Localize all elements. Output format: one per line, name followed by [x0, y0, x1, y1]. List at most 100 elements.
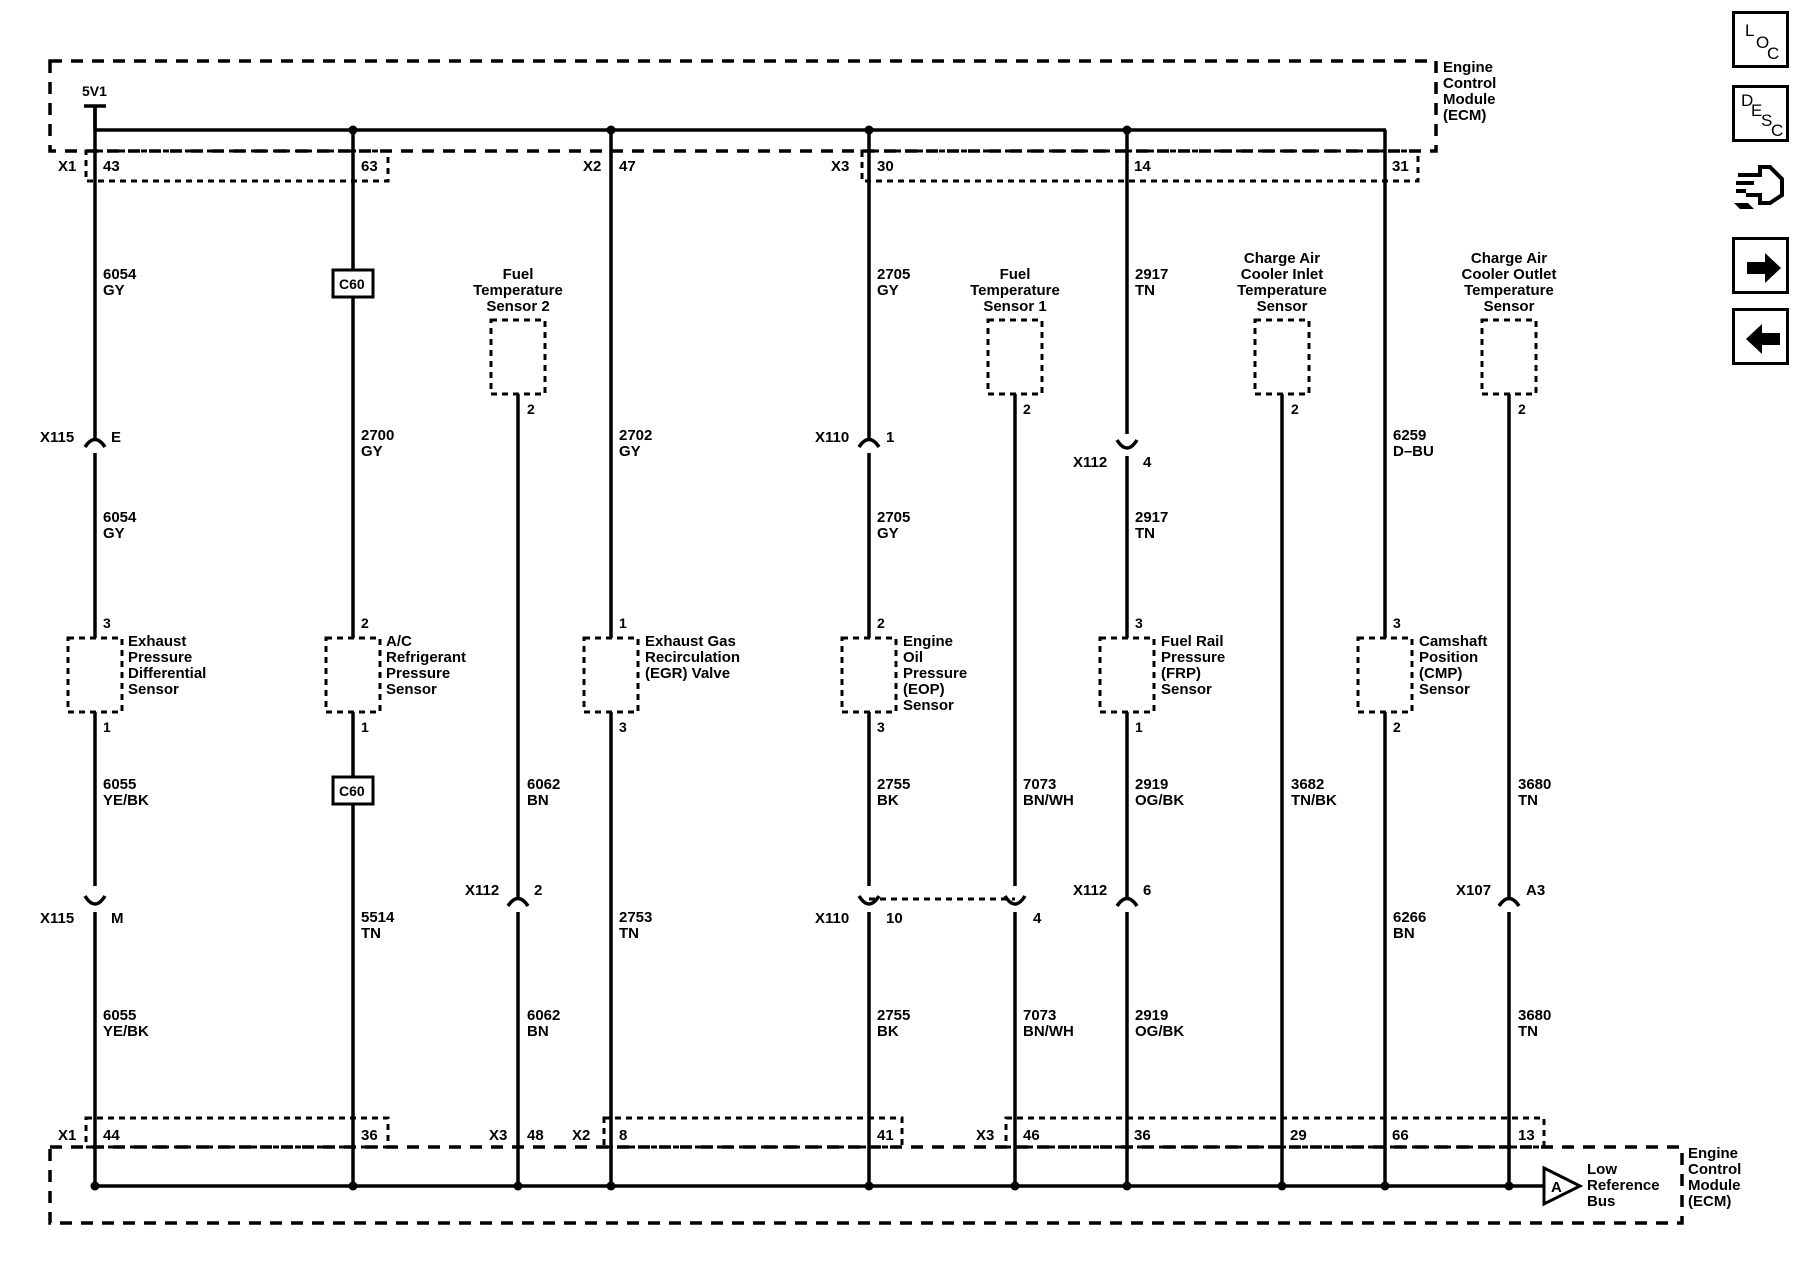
svg-text:Cooler Outlet: Cooler Outlet [1461, 266, 1556, 283]
svg-text:Temperature: Temperature [1464, 282, 1554, 299]
svg-text:Sensor 1: Sensor 1 [983, 298, 1046, 315]
connector-label: X3 [976, 1127, 994, 1144]
svg-text:6054: 6054 [103, 266, 137, 283]
loc-button[interactable]: L O C [1732, 11, 1789, 68]
svg-text:D: D [1741, 91, 1753, 110]
svg-text:Pressure: Pressure [903, 665, 967, 682]
svg-text:6: 6 [1143, 882, 1151, 899]
svg-text:L: L [1745, 21, 1754, 40]
svg-text:GY: GY [877, 282, 899, 299]
svg-text:Recirculation: Recirculation [645, 649, 740, 666]
forward-arrow-icon [1747, 253, 1781, 283]
svg-text:GY: GY [361, 443, 383, 460]
svg-text:D–BU: D–BU [1393, 443, 1434, 460]
back-button[interactable] [1732, 308, 1789, 365]
svg-text:C60: C60 [339, 783, 365, 799]
svg-text:Pressure: Pressure [128, 649, 192, 666]
svg-text:M: M [111, 910, 124, 927]
svg-text:Sensor 2: Sensor 2 [486, 298, 549, 315]
svg-text:2753: 2753 [619, 909, 652, 926]
pin-label: 13 [1518, 1127, 1535, 1144]
svg-text:TN: TN [1135, 282, 1155, 299]
pin-label: 47 [619, 158, 636, 175]
svg-text:1: 1 [619, 615, 627, 631]
svg-text:X115: X115 [40, 429, 74, 446]
egr-valve [582, 636, 640, 714]
circuit-frp-sensor: 3 1 Fuel Rail Pressure (FRP) Sensor 2917… [1073, 130, 1225, 1186]
cmp-sensor [1356, 636, 1414, 714]
svg-text:4: 4 [1143, 454, 1152, 471]
svg-text:3680: 3680 [1518, 1007, 1551, 1024]
circuit-exhaust-pressure: 3 1 Exhaust Pressure Differential Sensor… [40, 106, 206, 1186]
svg-text:Sensor: Sensor [1257, 298, 1308, 315]
pin-label: 63 [361, 158, 378, 175]
svg-text:Module: Module [1688, 1177, 1741, 1194]
svg-text:(FRP): (FRP) [1161, 665, 1201, 682]
svg-text:6062: 6062 [527, 776, 560, 793]
svg-text:E: E [1751, 101, 1762, 120]
circuit-ac-pressure: C60 C60 2 1 A/C Refrigerant Pressure Sen… [324, 130, 466, 1186]
svg-text:S: S [1761, 111, 1772, 130]
svg-text:2: 2 [877, 615, 885, 631]
pin-label: 43 [103, 158, 120, 175]
svg-text:2: 2 [527, 401, 535, 417]
circuit-cmp-sensor: 3 2 Camshaft Position (CMP) Sensor 6259D… [1356, 130, 1487, 1186]
svg-text:3: 3 [1393, 615, 1401, 631]
svg-text:Fuel: Fuel [503, 266, 534, 283]
pin-label: 41 [877, 1127, 894, 1144]
svg-text:Control: Control [1443, 75, 1496, 92]
svg-text:GY: GY [103, 282, 125, 299]
exhaust-pressure-sensor [66, 636, 124, 714]
svg-text:Engine: Engine [1688, 1145, 1738, 1162]
loc-icon: L O C [1745, 21, 1779, 63]
cac-inlet-temp-sensor [1253, 318, 1311, 396]
svg-text:2755: 2755 [877, 776, 910, 793]
circuit-cac-inlet: Charge Air Cooler Inlet Temperature Sens… [1237, 250, 1337, 1186]
desc-icon: D E S C [1741, 91, 1783, 140]
pin-label: 8 [619, 1127, 627, 1144]
back-arrow-icon [1746, 324, 1780, 354]
svg-text:Sensor: Sensor [386, 681, 437, 698]
svg-text:Module: Module [1443, 91, 1496, 108]
svg-text:3682: 3682 [1291, 776, 1324, 793]
svg-text:2919: 2919 [1135, 776, 1168, 793]
svg-text:Sensor: Sensor [903, 697, 954, 714]
svg-text:Engine: Engine [1443, 59, 1493, 76]
forward-button[interactable] [1732, 237, 1789, 294]
svg-text:Exhaust: Exhaust [128, 633, 186, 650]
ecm-supply-label: 5V1 [82, 83, 107, 99]
pin-label: 36 [1134, 1127, 1151, 1144]
connector-view-button[interactable] [1732, 159, 1789, 216]
svg-text:10: 10 [886, 910, 903, 927]
svg-text:Cooler Inlet: Cooler Inlet [1241, 266, 1324, 283]
svg-text:Bus: Bus [1587, 1193, 1615, 1210]
c60-splice-top [331, 268, 375, 299]
svg-text:6054: 6054 [103, 509, 137, 526]
svg-text:2919: 2919 [1135, 1007, 1168, 1024]
svg-text:Exhaust Gas: Exhaust Gas [645, 633, 736, 650]
svg-text:Control: Control [1688, 1161, 1741, 1178]
connector-label: X1 [58, 158, 76, 175]
svg-text:2917: 2917 [1135, 509, 1168, 526]
desc-button[interactable]: D E S C [1732, 85, 1789, 142]
low-reference-bus: A Low Reference Bus [1542, 1161, 1660, 1210]
svg-text:TN: TN [1518, 1023, 1538, 1040]
svg-text:X112: X112 [465, 882, 499, 899]
svg-text:6266: 6266 [1393, 909, 1426, 926]
svg-text:A3: A3 [1526, 882, 1545, 899]
svg-text:1: 1 [361, 719, 369, 735]
svg-text:3680: 3680 [1518, 776, 1551, 793]
svg-text:1: 1 [1135, 719, 1143, 735]
svg-text:Oil: Oil [903, 649, 923, 666]
ac-pressure-sensor [324, 636, 382, 714]
svg-text:2: 2 [1291, 401, 1299, 417]
fuel-temp-sensor-2 [489, 318, 547, 396]
svg-text:Temperature: Temperature [970, 282, 1060, 299]
connector-label: X3 [489, 1127, 507, 1144]
svg-text:(ECM): (ECM) [1443, 107, 1486, 124]
svg-text:X115: X115 [40, 910, 74, 927]
svg-text:Fuel: Fuel [1000, 266, 1031, 283]
svg-text:OG/BK: OG/BK [1135, 1023, 1184, 1040]
svg-text:2705: 2705 [877, 266, 910, 283]
